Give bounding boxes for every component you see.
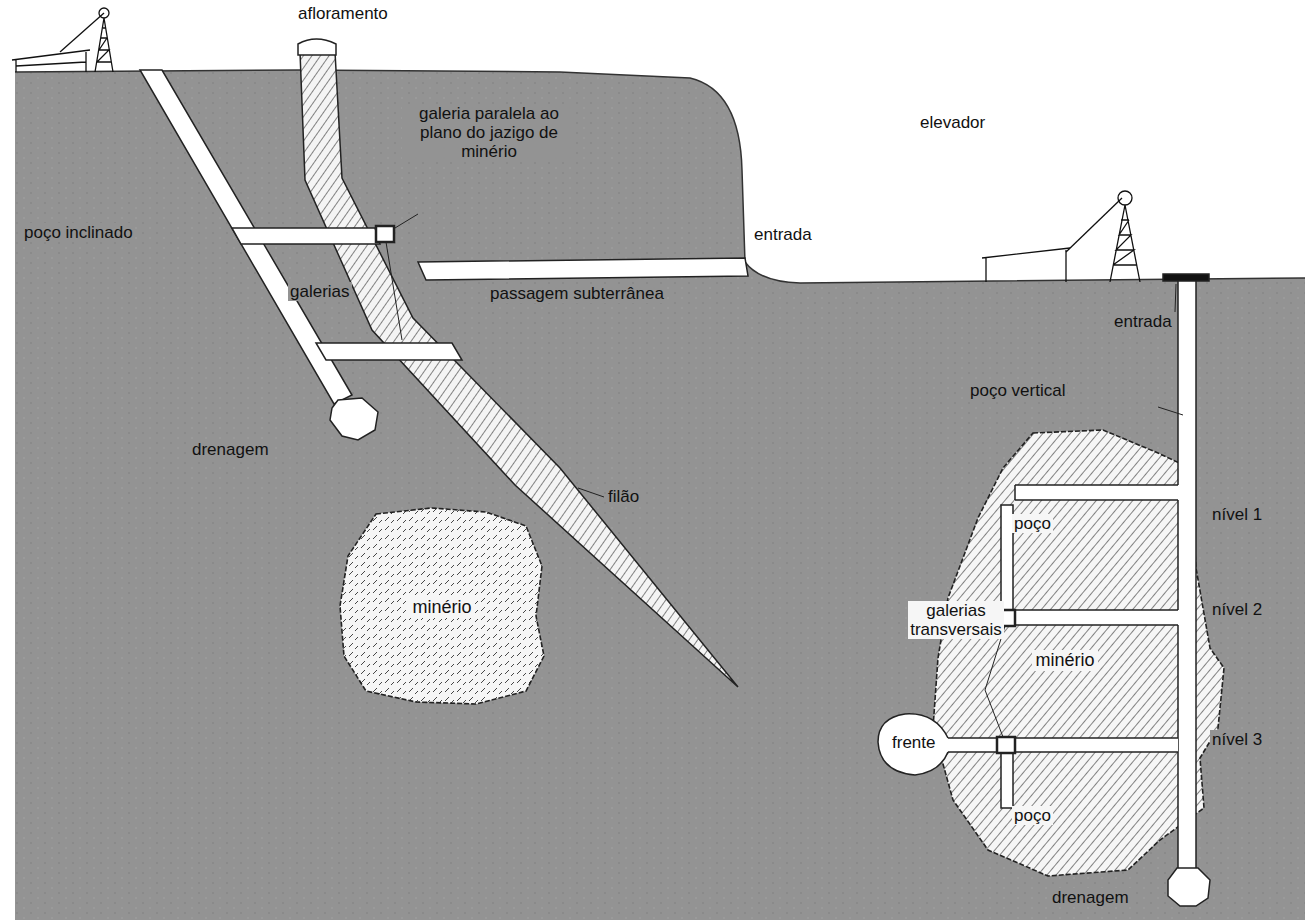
- winze: [1001, 753, 1013, 808]
- outcrop-label: afloramento: [296, 4, 390, 23]
- level-label: nível 2: [1210, 600, 1264, 619]
- vein: [300, 52, 738, 687]
- entrance-label: entrada: [1112, 312, 1174, 331]
- elevator-label: elevador: [918, 113, 987, 132]
- shaft-label: poço inclinado: [22, 223, 135, 242]
- stope: [878, 714, 948, 775]
- shaft-entrance: [1163, 274, 1209, 281]
- sump: [330, 398, 378, 440]
- underground-passage: [418, 258, 748, 280]
- gallery-square: [376, 226, 394, 242]
- stope-label: frente: [890, 733, 937, 752]
- gallery: [316, 343, 462, 360]
- vein-label: filão: [606, 487, 641, 506]
- gallery: [232, 228, 380, 244]
- gallery-label: galerias transversais: [908, 601, 1004, 639]
- vertical-shaft: [1178, 280, 1196, 870]
- outcrop: [298, 39, 336, 55]
- drainage-label: drenagem: [190, 440, 271, 459]
- headframe: [12, 8, 1140, 282]
- gallery-label: galeria paralela ao plano do jazigo de m…: [402, 104, 576, 161]
- drainage-label: drenagem: [1050, 888, 1131, 907]
- gallery-label: galerias: [288, 282, 352, 301]
- shaft-label: poço vertical: [968, 381, 1067, 400]
- passage-label: passagem subterrânea: [488, 284, 666, 303]
- shaft-label: poço: [1012, 806, 1053, 825]
- ore-body: minério: [336, 506, 548, 708]
- shaft-label: poço: [1012, 514, 1053, 533]
- ore-label: minério: [1032, 650, 1097, 671]
- entrance-label: entrada: [752, 225, 814, 244]
- level-label: nível 3: [1210, 730, 1264, 749]
- ore-label: minério: [409, 597, 474, 618]
- sump: [1168, 868, 1210, 906]
- level-label: nível 1: [1210, 505, 1264, 524]
